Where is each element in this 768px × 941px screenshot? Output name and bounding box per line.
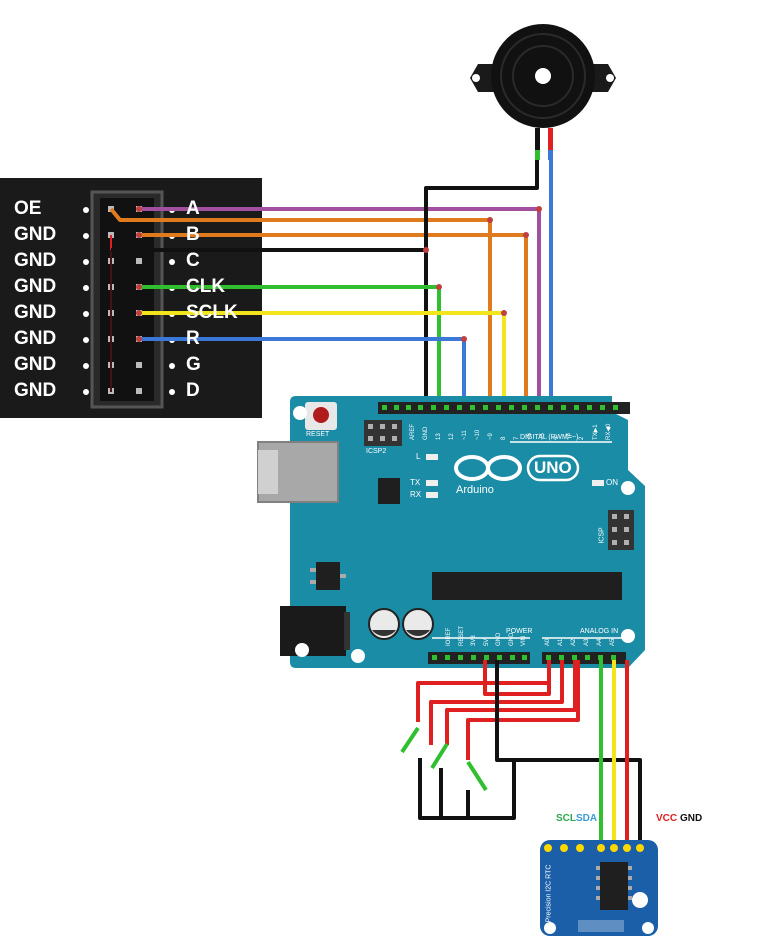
connector-label-gnd: GND [14,302,57,323]
power-header [428,652,530,664]
pin-label: A0 [545,638,551,646]
wire-buzzer-gnd [424,160,539,250]
connector-label-b: B [186,224,200,245]
pin-label: 12 [449,433,455,440]
wire-gnd [495,660,642,840]
wire-a2 [445,660,577,745]
icsp2-label: ICSP2 [366,448,387,455]
connector-label-gnd: GND [14,354,57,375]
connector-label-gnd: GND [14,250,57,271]
pin-label: VIN [521,635,527,646]
pin-label: ~3 [566,433,572,440]
pin-label: 7 [514,436,520,440]
pin-label: RESET [458,625,465,646]
rtc-module [540,840,658,936]
connector-label-gnd: GND [14,380,57,401]
bottom-wires [400,660,642,840]
pin-label: A2 [571,638,577,646]
button-1 [400,726,420,754]
power-label: POWER [506,628,533,635]
pin-label: ~5 [540,433,546,440]
pin-label: AREF [410,423,416,440]
connector-label-r: R [186,328,200,349]
pin-label: 4 [553,436,559,440]
pin-label: GND [423,426,429,440]
atmega-chip [432,572,622,600]
l-led-label: L [416,452,421,461]
on-led-label: ON [606,478,618,487]
analog-label: ANALOG IN [580,628,619,635]
icsp-label: ICSP [598,527,606,544]
rtc-sda-label: SDA [576,813,598,824]
connector-label-oe: OE [14,198,42,219]
connector-label-sclk: SCLK [186,302,238,323]
connector-label-d: D [186,380,200,401]
connector-label-gnd: GND [14,328,57,349]
pin-label: A3 [584,638,590,646]
pin-label: GND [508,632,515,646]
pin-label: A5 [610,638,616,646]
arduino-uno-board [257,396,645,668]
rtc-scl-label: SCL [556,813,576,824]
connector-label-a: A [186,198,200,219]
pin-label: 2 [579,436,585,440]
brand-label: Arduino [456,484,494,496]
pin-label: RX◀0 [606,423,612,440]
digital-header [378,402,630,414]
rx-led-label: RX [410,490,422,499]
pin-label: 8 [501,436,507,440]
pin-label: 3V3 [471,635,477,646]
buzzer [470,24,616,160]
pin-label: ~10 [475,429,481,440]
connector-label-gnd: GND [14,276,57,297]
rtc-gnd-label: GND [680,813,703,824]
pin-label: IOREF [446,627,452,646]
pin-label: ~6 [527,433,533,440]
logo-uno: UNO [534,458,572,477]
pin-label: A4 [597,638,603,646]
rtc-vcc-label: VCC [656,813,678,824]
reset-label: RESET [306,431,330,438]
button-2 [430,742,449,770]
pin-label: A1 [558,638,564,646]
button-3 [466,760,488,792]
connector-label-g: G [186,354,201,375]
pin-label: ~11 [462,430,468,440]
pin-label: 13 [436,433,442,440]
arduino-logo [454,455,522,481]
connector-label-c: C [186,250,200,271]
rtc-board-text: Precision I2C RTC [545,864,553,923]
wire-a3 [466,660,580,760]
pin-label: ~9 [488,433,494,440]
digital-label: DIGITAL (PWM=~) [520,434,579,441]
reset-button [313,407,329,423]
pin-label: TX▶1 [593,424,599,440]
wire-endpoints [136,206,542,342]
connector-label-clk: CLK [186,276,226,297]
wire-a0 [416,660,551,722]
pin-label: 5V [483,638,490,646]
pin-label: GND [496,632,502,646]
tx-led-label: TX [410,478,421,487]
connector-label-gnd: GND [14,224,57,245]
power-jack [280,606,346,656]
connector-left-dots [83,207,89,395]
